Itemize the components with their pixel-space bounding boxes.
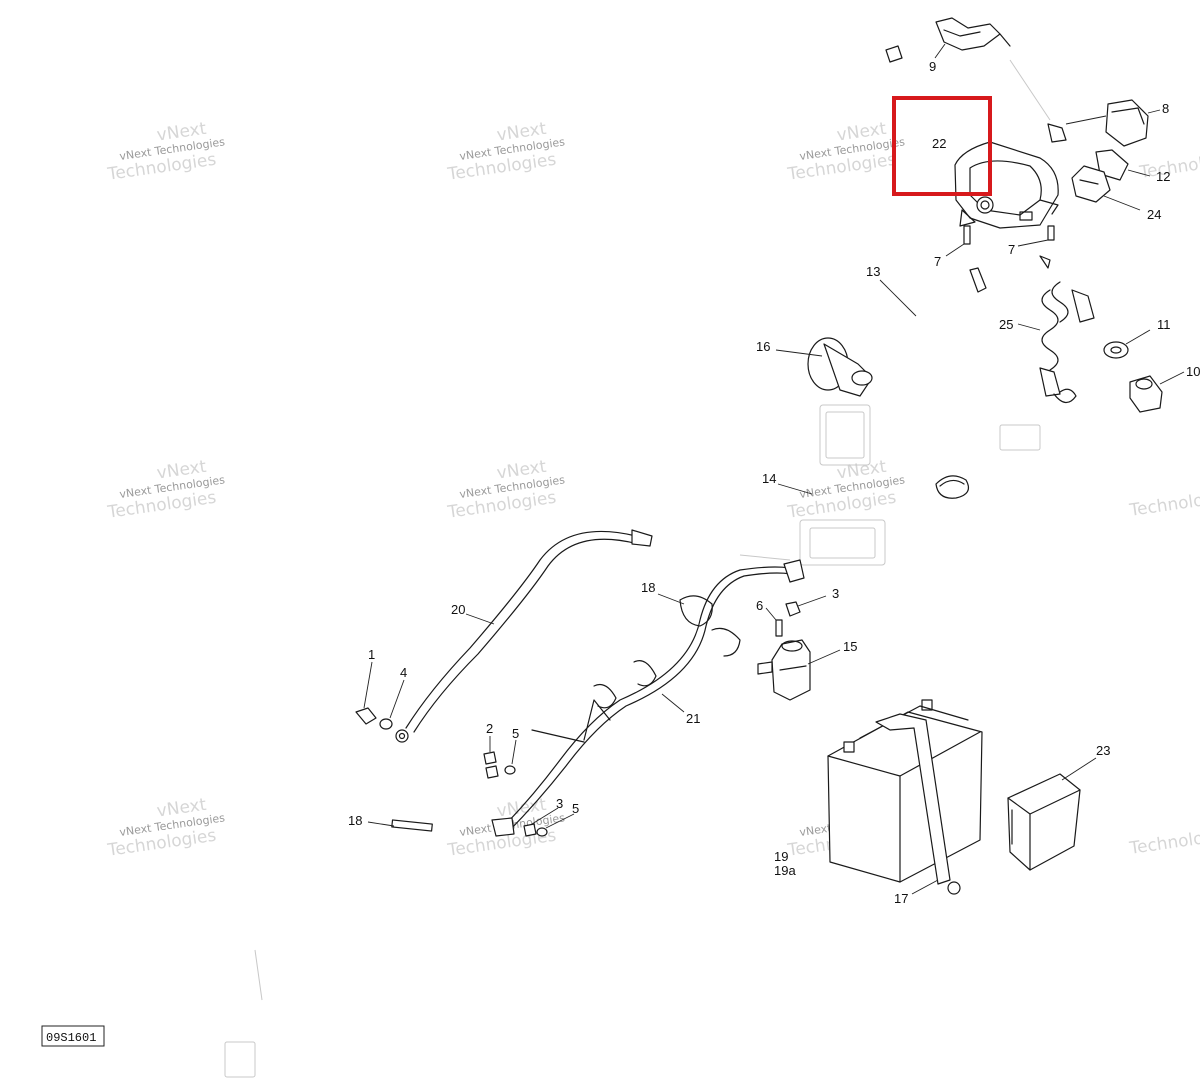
part-13-harness <box>879 255 1051 317</box>
watermark-layer: vNext vNext Technologies Technologies vN… <box>106 119 1200 861</box>
callout-11: 11 <box>1157 317 1171 332</box>
reference-code-box: 09S1601 <box>41 1025 105 1047</box>
callout-19a: 19a <box>774 863 796 878</box>
part-21-main-harness <box>491 559 805 837</box>
watermark: vNext vNext Technologies Technologies <box>446 457 566 523</box>
callout-18-lower: 18 <box>348 813 362 828</box>
watermark-line2: Technologies <box>1127 486 1200 521</box>
part-3-nut <box>785 595 827 617</box>
callout-labels: 22 9 8 12 24 7 7 13 25 11 10 16 14 18 6 … <box>348 59 1200 906</box>
callout-1: 1 <box>368 647 375 662</box>
callout-5-lower: 5 <box>572 801 579 816</box>
part-5-washer-lower <box>536 813 575 837</box>
part-24-switch-housing <box>1071 165 1141 211</box>
watermark: vNext vNext Technologies Technologies <box>106 795 226 861</box>
part-20-battery-cable <box>395 529 653 743</box>
part-23-control-module <box>1007 757 1097 871</box>
watermark: vNext vNext Technologies Technologies <box>446 119 566 185</box>
part-1-bolt <box>355 661 377 725</box>
part-7-screws <box>945 225 1055 257</box>
part-2-screw <box>483 736 499 779</box>
callout-20: 20 <box>451 602 465 617</box>
reference-code: 09S1601 <box>46 1031 96 1045</box>
part-15-solenoid <box>757 639 841 701</box>
part-8-switch <box>1047 99 1161 147</box>
callout-25: 25 <box>999 317 1013 332</box>
callout-16: 16 <box>756 339 770 354</box>
part-16-boot <box>775 337 873 397</box>
callout-9: 9 <box>929 59 936 74</box>
part-17-battery-strap <box>875 713 961 895</box>
part-11-nut <box>1103 329 1151 359</box>
callout-19: 19 <box>774 849 788 864</box>
watermark-line2: Technologies <box>1127 824 1200 859</box>
callout-18-upper: 18 <box>641 580 655 595</box>
part-22-instrument-cluster <box>954 141 1059 229</box>
callout-21: 21 <box>686 711 700 726</box>
part-5-washer-upper <box>504 739 517 775</box>
callout-22: 22 <box>932 136 946 151</box>
watermark: Technologies <box>1127 824 1200 859</box>
callout-17: 17 <box>894 891 908 906</box>
part-18-clamp-upper <box>657 593 741 657</box>
callout-7-right: 7 <box>1008 242 1015 257</box>
callout-15: 15 <box>843 639 857 654</box>
callout-3-upper: 3 <box>832 586 839 601</box>
callout-2: 2 <box>486 721 493 736</box>
watermark: vNext vNext Technologies Technologies <box>106 119 226 185</box>
part-10-ignition-plug <box>1129 371 1185 413</box>
callout-3-lower: 3 <box>556 796 563 811</box>
callout-10: 10 <box>1186 364 1200 379</box>
callout-14: 14 <box>762 471 776 486</box>
callout-8: 8 <box>1162 101 1169 116</box>
part-9-connector <box>885 17 1011 63</box>
watermark: vNext vNext Technologies Technologies <box>106 457 226 523</box>
part-18-cable-tie <box>367 819 433 832</box>
callout-23: 23 <box>1096 743 1110 758</box>
callout-12: 12 <box>1156 169 1170 184</box>
part-3-nut-lower <box>523 807 559 837</box>
callout-5-upper: 5 <box>512 726 519 741</box>
watermark: vNext vNext Technologies Technologies <box>786 119 906 185</box>
callout-13: 13 <box>866 264 880 279</box>
part-6-bolt <box>765 607 783 637</box>
part-4-washer <box>379 679 405 730</box>
background-harness-sketch <box>224 59 1051 1078</box>
watermark: Technologies <box>1127 486 1200 521</box>
callout-4: 4 <box>400 665 407 680</box>
part-25-coiled-cord <box>1017 281 1095 404</box>
callout-24: 24 <box>1147 207 1161 222</box>
callout-7-left: 7 <box>934 254 941 269</box>
part-14-strap <box>777 475 969 499</box>
callout-6: 6 <box>756 598 763 613</box>
highlight-box <box>892 96 992 196</box>
